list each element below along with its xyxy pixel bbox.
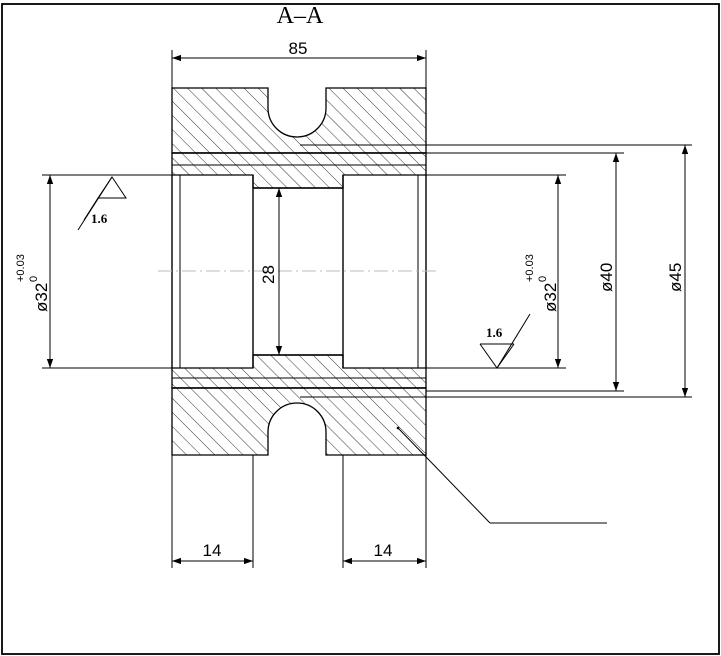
bottom-outer-ring bbox=[171, 387, 427, 456]
dim-28-text: 28 bbox=[259, 265, 278, 284]
dim-45-text: ø45 bbox=[666, 263, 685, 292]
roughness-symbol-left: 1.6 bbox=[77, 176, 127, 231]
dim-right-bore: ø32 +0.03 0 bbox=[418, 174, 566, 369]
dim-40-text: ø40 bbox=[597, 263, 616, 292]
top-sleeve bbox=[171, 152, 427, 189]
bottom-sleeve bbox=[171, 354, 427, 389]
dim-left-bore-tol-lower: 0 bbox=[28, 276, 40, 282]
dim-right-14-text: 14 bbox=[374, 541, 393, 560]
dim-right-depth: 14 bbox=[342, 455, 427, 568]
section-title: A–A bbox=[277, 3, 324, 29]
bore-outlines bbox=[171, 174, 427, 369]
roughness-right-text: 1.6 bbox=[486, 325, 503, 340]
roughness-symbol-right: 1.6 bbox=[479, 313, 531, 369]
dim-outer-diameter: ø45 bbox=[300, 144, 692, 398]
dim-85-text: 85 bbox=[289, 39, 308, 58]
dim-right-bore-text: ø32 bbox=[541, 283, 560, 312]
dim-overall-width: 85 bbox=[171, 39, 427, 88]
dim-left-bore-tol-upper: +0.03 bbox=[15, 254, 27, 282]
dim-left-14-text: 14 bbox=[203, 541, 222, 560]
dim-right-bore-tol-upper: +0.03 bbox=[524, 254, 536, 282]
dim-right-bore-tol-lower: 0 bbox=[537, 276, 549, 282]
section-hatching bbox=[171, 87, 427, 456]
top-outer-ring bbox=[171, 87, 427, 154]
leader-line bbox=[396, 426, 607, 524]
dim-left-depth: 14 bbox=[171, 455, 254, 568]
roughness-left-text: 1.6 bbox=[91, 211, 108, 226]
dim-inner-diameter: ø40 bbox=[426, 152, 624, 392]
dim-center-bore: 28 bbox=[259, 188, 283, 355]
drawing-frame bbox=[1, 3, 720, 655]
dim-left-bore-text: ø32 bbox=[32, 283, 51, 312]
dim-left-bore: ø32 +0.03 0 bbox=[15, 174, 172, 369]
